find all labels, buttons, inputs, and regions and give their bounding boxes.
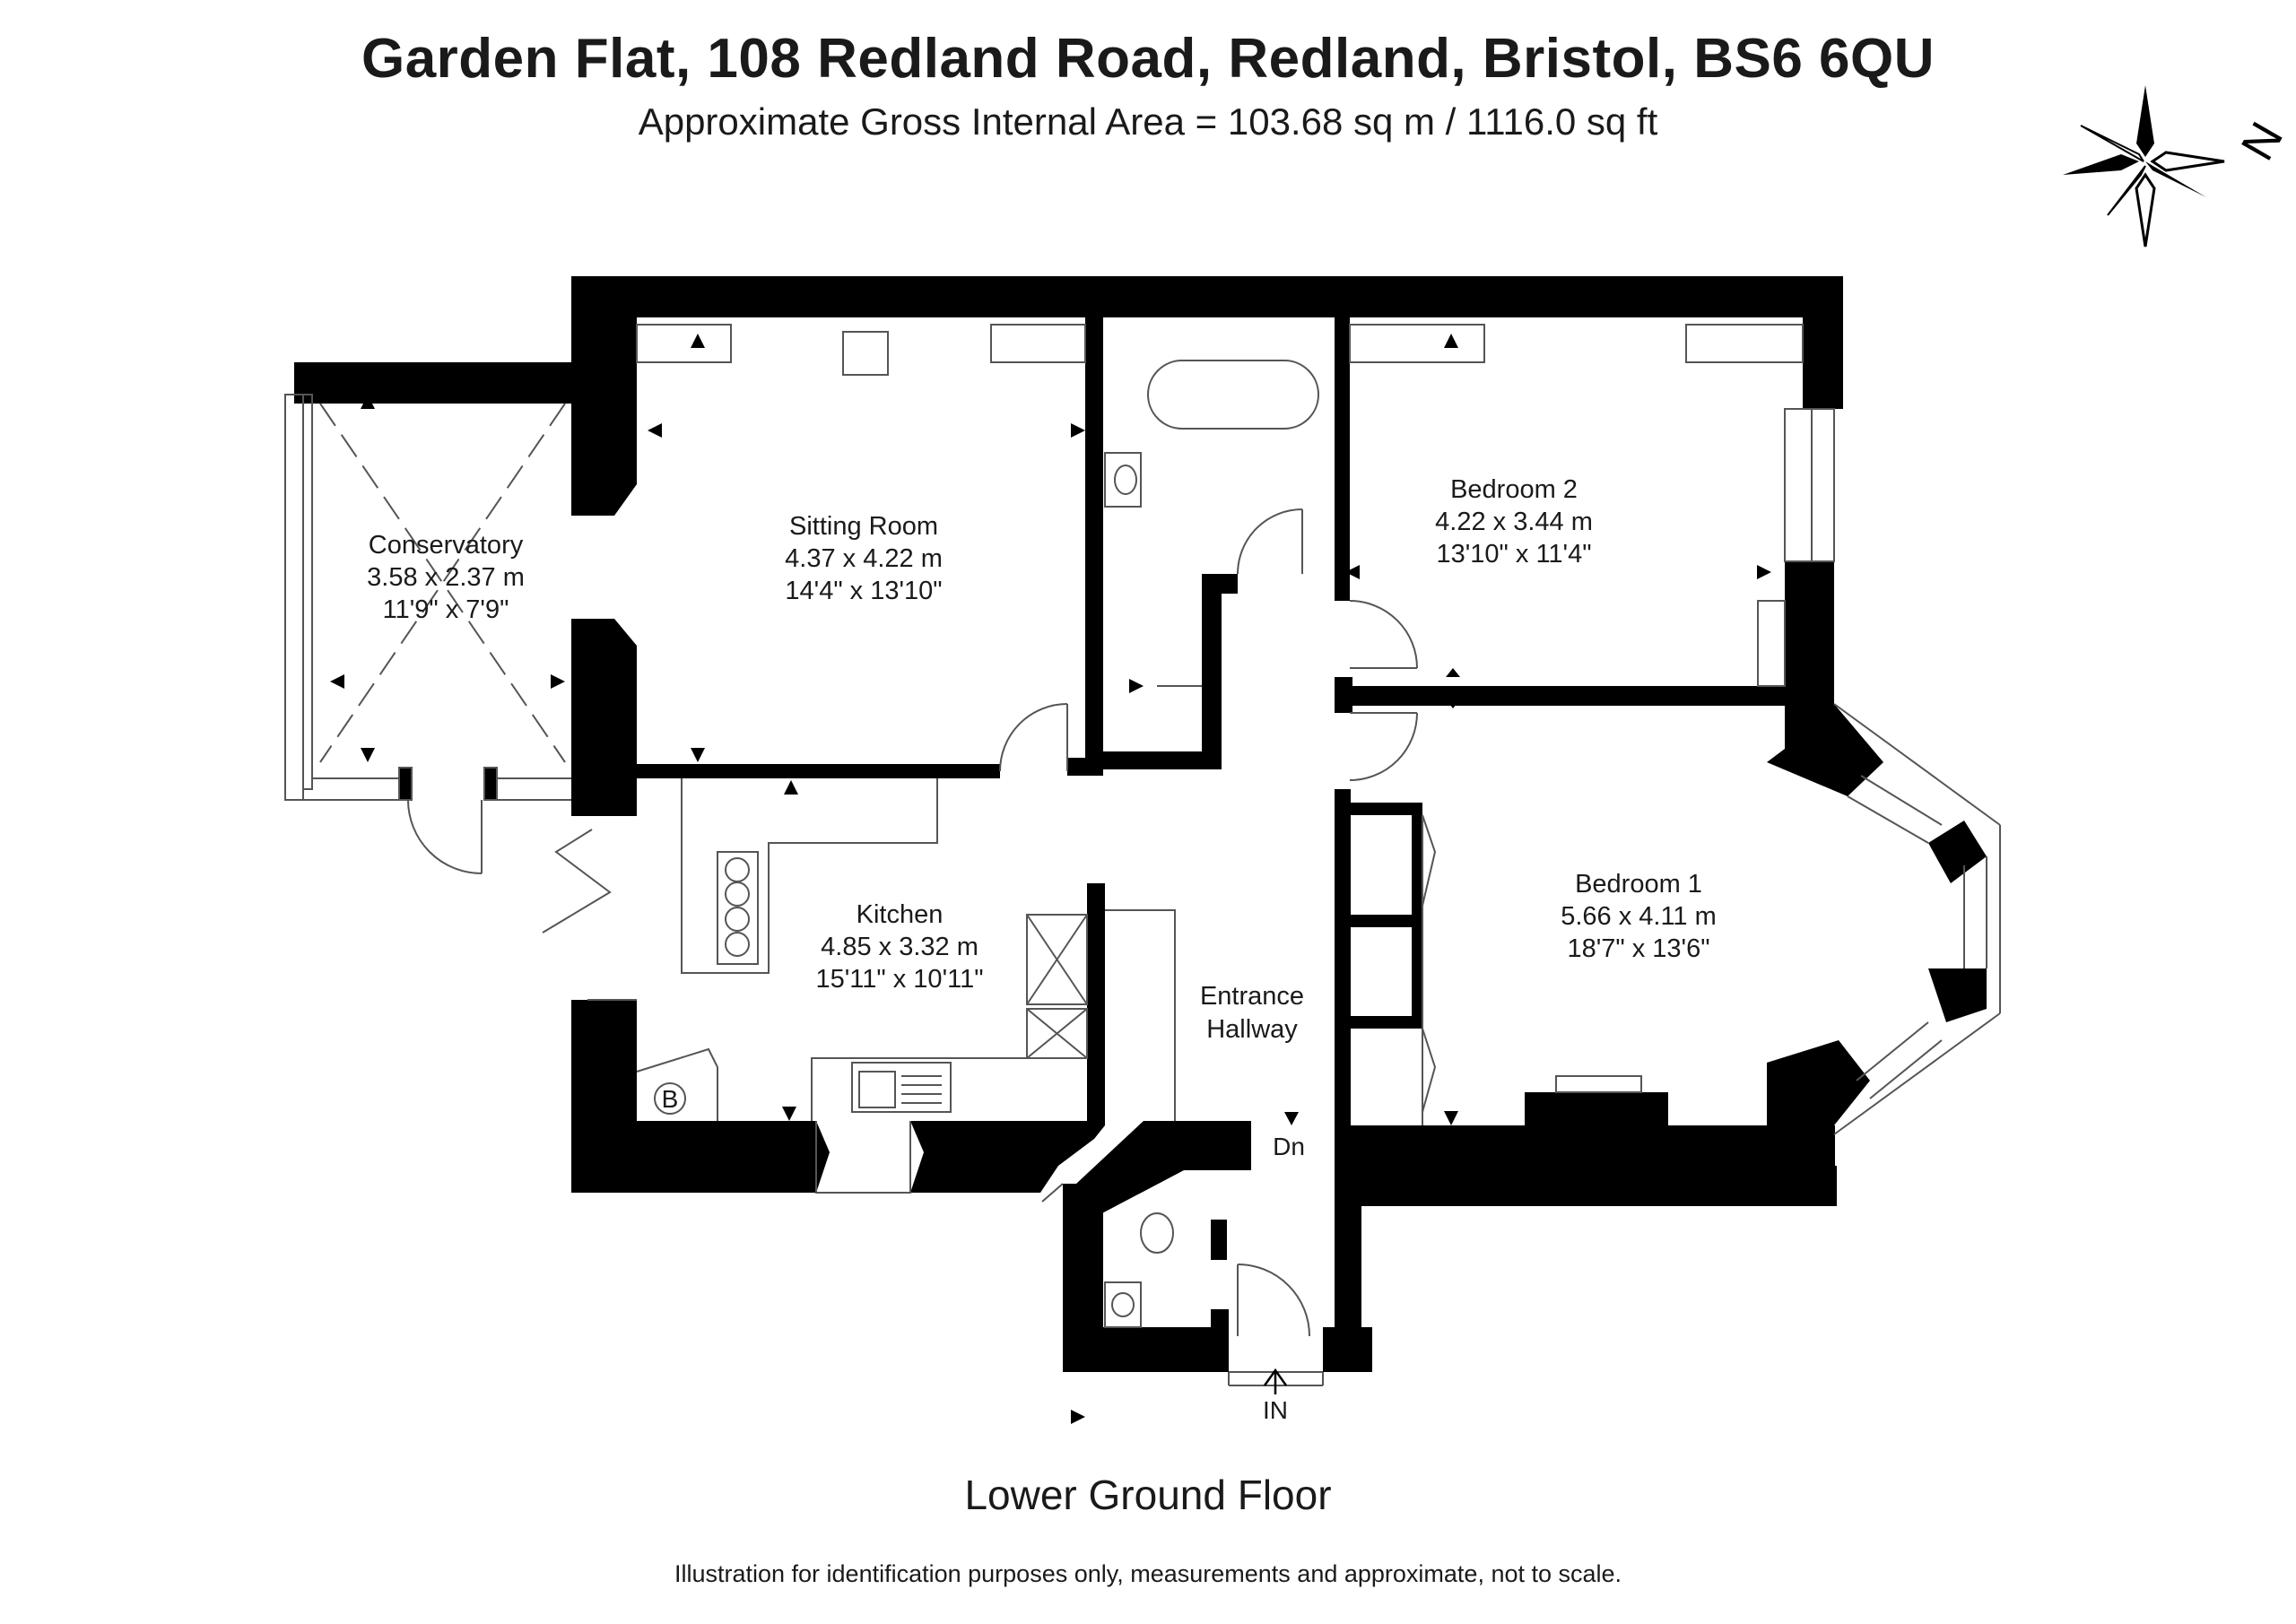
kitchen-label: Kitchen 4.85 x 3.32 m 15'11" x 10'11" <box>816 900 984 994</box>
svg-text:14'4" x 13'10": 14'4" x 13'10" <box>785 577 942 605</box>
svg-text:13'10" x 11'4": 13'10" x 11'4" <box>1436 540 1591 569</box>
boiler-marker: B <box>662 1085 679 1113</box>
svg-text:11'9" x 7'9": 11'9" x 7'9" <box>383 595 509 624</box>
entrance-hallway-label: Entrance Hallway <box>1200 982 1304 1044</box>
measurement-arrows <box>330 334 1771 1424</box>
floor-name: Lower Ground Floor <box>964 1472 1332 1518</box>
stairs-down-label: Dn <box>1273 1133 1305 1160</box>
entry-arrow-icon <box>1263 1368 1288 1394</box>
bedroom-2-label: Bedroom 2 4.22 x 3.44 m 13'10" x 11'4" <box>1435 475 1593 569</box>
svg-text:Sitting Room: Sitting Room <box>789 512 938 541</box>
entry-label: IN <box>1263 1396 1288 1424</box>
svg-text:5.66 x 4.11 m: 5.66 x 4.11 m <box>1561 902 1717 931</box>
area-subtitle: Approximate Gross Internal Area = 103.68… <box>638 100 1658 143</box>
svg-text:Hallway: Hallway <box>1206 1015 1298 1044</box>
svg-text:Kitchen: Kitchen <box>857 900 944 929</box>
svg-text:Bedroom 2: Bedroom 2 <box>1450 475 1578 504</box>
svg-text:Conservatory: Conservatory <box>369 531 524 560</box>
fixtures-and-openings <box>284 324 2001 1386</box>
svg-text:Bedroom 1: Bedroom 1 <box>1575 870 1702 899</box>
svg-text:4.85 x 3.32 m: 4.85 x 3.32 m <box>821 933 978 961</box>
compass-rose-icon: N <box>2063 85 2293 248</box>
svg-text:18'7" x 13'6": 18'7" x 13'6" <box>1567 934 1709 963</box>
sitting-room-label: Sitting Room 4.37 x 4.22 m 14'4" x 13'10… <box>785 512 943 605</box>
conservatory-label: Conservatory 3.58 x 2.37 m 11'9" x 7'9" <box>367 531 525 624</box>
svg-text:3.58 x 2.37 m: 3.58 x 2.37 m <box>367 563 525 592</box>
svg-text:4.22 x 3.44 m: 4.22 x 3.44 m <box>1435 508 1593 536</box>
svg-text:15'11" x 10'11": 15'11" x 10'11" <box>816 965 984 994</box>
svg-text:4.37 x 4.22 m: 4.37 x 4.22 m <box>785 544 943 573</box>
walls <box>294 276 1987 1372</box>
bedroom-1-label: Bedroom 1 5.66 x 4.11 m 18'7" x 13'6" <box>1561 870 1717 963</box>
compass-north-label: N <box>2231 114 2293 169</box>
svg-text:Entrance: Entrance <box>1200 982 1304 1011</box>
page-title: Garden Flat, 108 Redland Road, Redland, … <box>361 28 1935 90</box>
disclaimer: Illustration for identification purposes… <box>674 1560 1622 1587</box>
